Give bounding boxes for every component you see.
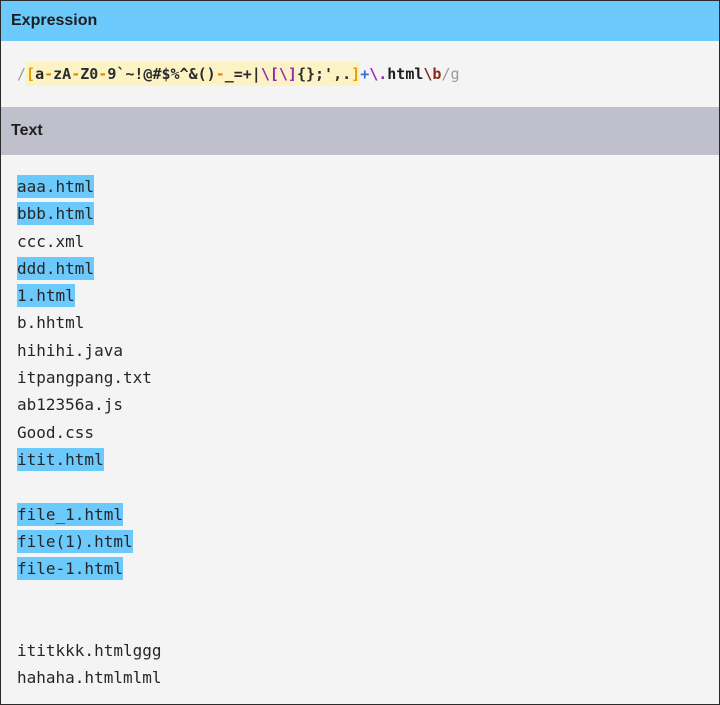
set-range-za: zA — [53, 65, 72, 83]
text-line: hihihi.java — [17, 337, 719, 364]
text-line: b.hhtml — [17, 309, 719, 336]
text-line: bbb.html — [17, 200, 719, 227]
text-line-content: hahaha.htmlmlml — [17, 668, 162, 688]
text-line: file-1.html — [17, 555, 719, 582]
text-line — [17, 473, 719, 500]
test-text-area[interactable]: aaa.html bbb.html ccc.xml ddd.html 1.html b.h… — [1, 155, 719, 692]
match-highlight: file(1).html — [17, 529, 133, 553]
text-line: 1.html — [17, 282, 719, 309]
text-line-content: hihihi.java — [17, 340, 123, 360]
text-line — [17, 610, 719, 637]
text-line: hahaha.htmlmlml — [17, 664, 719, 691]
text-header: Text — [1, 107, 719, 155]
text-line: ddd.html — [17, 255, 719, 282]
text-line: file_1.html — [17, 501, 719, 528]
match-highlight: file-1.html — [17, 557, 123, 581]
match-highlight: file_1.html — [17, 502, 123, 526]
set-symbols: 9`~!@#$%^&() — [107, 65, 216, 83]
text-line: aaa.html — [17, 173, 719, 200]
text-line: ab12356a.js — [17, 391, 719, 418]
escaped-dot: \. — [369, 65, 388, 83]
match-highlight: aaa.html — [17, 175, 95, 198]
set-literal-dash: - — [215, 65, 225, 83]
expression-close-delimiter: / — [441, 65, 451, 83]
quantifier-plus: + — [360, 65, 370, 83]
character-set: [a-zA-Z0-9`~!@#$%^&()-_=+|\[\]{};',.] — [26, 62, 361, 86]
set-open-bracket: [ — [26, 65, 36, 83]
set-range-dash-1: - — [44, 65, 54, 83]
text-line: itit.html — [17, 446, 719, 473]
text-line-content: b.hhtml — [17, 313, 85, 333]
text-line: itpangpang.txt — [17, 364, 719, 391]
match-highlight: itit.html — [17, 447, 104, 471]
set-symbols-3: {};',. — [296, 65, 352, 83]
set-close-bracket: ] — [351, 65, 361, 83]
text-line: ititkkk.htmlggg — [17, 637, 719, 664]
text-line-content: ititkkk.htmlggg — [17, 641, 162, 661]
text-line-content: itpangpang.txt — [17, 368, 152, 388]
set-escaped-open-bracket: \[ — [260, 65, 279, 83]
expression-open-delimiter: / — [17, 65, 27, 83]
set-escaped-close-bracket: \] — [278, 65, 297, 83]
text-line — [17, 582, 719, 609]
text-line-content: ccc.xml — [17, 231, 85, 251]
set-range-dash-2: - — [71, 65, 81, 83]
word-boundary: \b — [423, 65, 442, 83]
text-line-content: Good.css — [17, 422, 95, 442]
expression-header: Expression — [1, 1, 719, 41]
literal-html: html — [387, 65, 424, 83]
text-line: ccc.xml — [17, 228, 719, 255]
expression-input[interactable]: /[a-zA-Z0-9`~!@#$%^&()-_=+|\[\]{};',.]+\… — [1, 41, 719, 107]
set-range-a: a — [35, 65, 45, 83]
set-symbols-2: _=+| — [224, 65, 261, 83]
set-range-dash-3: - — [98, 65, 108, 83]
match-highlight: 1.html — [17, 284, 75, 308]
text-line-content: ab12356a.js — [17, 395, 123, 415]
expression-flag-global: g — [450, 65, 460, 83]
match-highlight: bbb.html — [17, 202, 95, 226]
text-line: file(1).html — [17, 528, 719, 555]
match-highlight: ddd.html — [17, 256, 95, 280]
text-line: Good.css — [17, 419, 719, 446]
set-range-z0: Z0 — [80, 65, 99, 83]
